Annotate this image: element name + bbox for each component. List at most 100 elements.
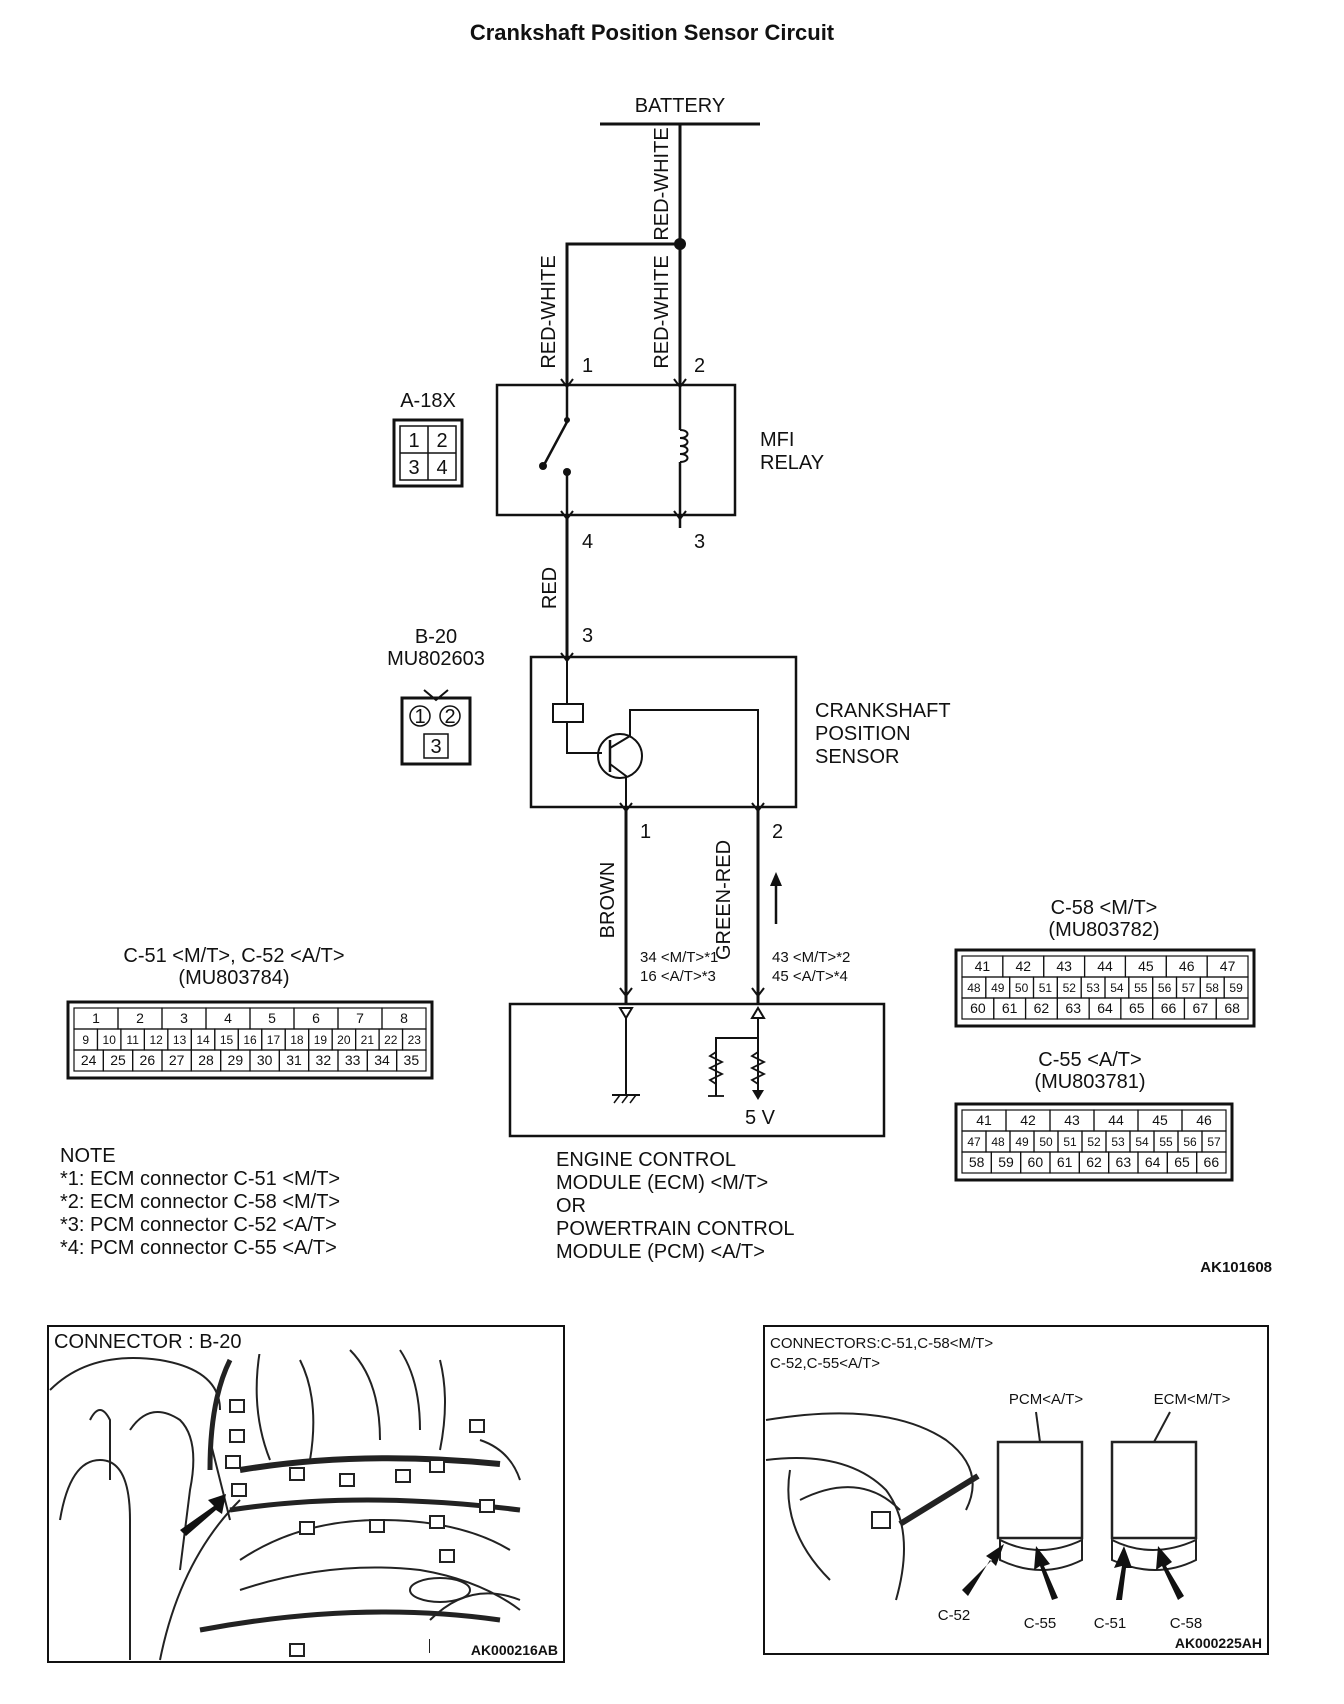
c58-pin-label: 51 [1039,981,1053,995]
ground-hatch-3 [629,1094,637,1104]
pcm-leader [1035,1411,1041,1443]
c51-pin-label: 23 [408,1033,422,1047]
c55-pin-label: 64 [1145,1154,1161,1170]
ground-hatch-1 [613,1094,621,1104]
c55-pin-label: 59 [998,1154,1014,1170]
c51-pin-label: 12 [149,1033,163,1047]
b20-pin-3: 3 [430,736,441,758]
c58-pin-label: 60 [970,1000,986,1016]
relay-connector-label: A-18X [400,390,456,412]
transistor-emitter-wire [609,763,627,807]
ecm-resistor-right [749,1051,767,1085]
c58-pin-label: 52 [1063,981,1077,995]
c58-pin-label: 55 [1134,981,1148,995]
wire-label-brown: BROWN [597,862,619,939]
connector-c55-frame [954,1102,1234,1182]
ecm-box [508,1002,886,1138]
ecm-connectors [1111,1538,1197,1571]
c55-pin-label: 46 [1196,1112,1212,1128]
sensor-base-wire [566,722,602,754]
b20-pin-1-circle [409,705,431,727]
note-line-1: *1: ECM connector C-51 <M/T> [60,1168,340,1190]
ecm-output-triangle [750,1006,766,1019]
c58-pin-label: 45 [1138,958,1154,974]
c51-pin-label: 27 [169,1052,185,1068]
note-line-3: *3: PCM connector C-52 <A/T> [60,1214,337,1236]
c58-pin-label: 43 [1056,958,1072,974]
photo-left-caption: CONNECTOR : B-20 [54,1331,241,1353]
pcm-label: PCM<A/T> [1009,1391,1083,1408]
c51-pin-label: 19 [314,1033,328,1047]
c51-pin-label: 24 [81,1052,97,1068]
c55-pin-label: 45 [1152,1112,1168,1128]
ecm-input-triangle [618,1007,634,1020]
sensor-hall-element [552,703,584,723]
ecm-entry-left [619,987,633,998]
c51-pin-label: 14 [196,1033,210,1047]
b20-pin-2-circle [439,705,461,727]
c51-title: C-51 <M/T>, C-52 <A/T> [123,945,344,967]
c51-pin-label: 22 [384,1033,398,1047]
c51-pin-label: 2 [136,1010,144,1026]
sensor-terminal-1: 1 [640,821,651,843]
connector-c58-frame [954,948,1256,1028]
c51-pin-label: 31 [286,1052,302,1068]
c58-pin-label: 54 [1110,981,1124,995]
c51-pin-label: 16 [243,1033,257,1047]
c55-pin-label: 54 [1135,1135,1149,1149]
c51-pin-label: 7 [356,1010,364,1026]
b20-pin-2: 2 [444,706,455,728]
note-line-2: *2: ECM connector C-58 <M/T> [60,1191,340,1213]
signal-arrow-head [770,872,782,886]
c58-label: C-58 [1170,1615,1203,1632]
c51-pin-label: 5 [268,1010,276,1026]
ecm-pin-left-2: 16 <A/T>*3 [640,968,716,985]
dashboard-sketch [765,1412,980,1601]
transistor-icon [597,733,643,779]
c58-pin-label: 46 [1179,958,1195,974]
c58-pin-label: 68 [1224,1000,1240,1016]
c55-pin-label: 48 [991,1135,1005,1149]
c58-pin-label: 67 [1193,1000,1209,1016]
c55-pin-label: 61 [1057,1154,1073,1170]
sensor-terminal-2: 2 [772,821,783,843]
wire-label-red-white-right: RED-WHITE [651,255,673,368]
ecm-5v-arrow [752,1090,764,1100]
connector-b20-icon [400,696,472,766]
c58-pin-label: 50 [1015,981,1029,995]
relay-label-line2: RELAY [760,452,824,474]
ecm-resistor-branch [715,1037,758,1096]
b20-pin-1: 1 [414,706,425,728]
ecm-voltage: 5 V [745,1107,776,1129]
a18x-pin-4: 4 [436,457,447,479]
b20-pin-3-box [423,733,449,759]
c51-pin-label: 11 [126,1033,139,1047]
c58-pin-label: 66 [1161,1000,1177,1016]
c51-pin-label: 32 [316,1052,332,1068]
c58-pin-label: 53 [1086,981,1100,995]
c51-pin-label: 29 [228,1052,244,1068]
battery-label: BATTERY [635,95,725,117]
c52-label: C-52 [938,1607,971,1624]
c51-pin-label: 33 [345,1052,361,1068]
c51-pin-label: 26 [140,1052,156,1068]
sensor-connector-part: MU802603 [387,648,485,670]
c55-pin-label: 47 [967,1135,981,1149]
c55-pin-label: 49 [1015,1135,1029,1149]
photo-right-code: AK000225AH [1175,1635,1262,1651]
c51-pin-label: 15 [220,1033,234,1047]
ecm-resistor-left [707,1051,725,1085]
ecm-photo-label: ECM<M/T> [1154,1391,1231,1408]
ground-hatch-2 [621,1094,629,1104]
c55-pin-label: 66 [1204,1154,1220,1170]
c51-pin-label: 35 [404,1052,420,1068]
c55-label: C-55 [1024,1615,1057,1632]
diagram-title: Crankshaft Position Sensor Circuit [470,20,835,45]
a18x-pin-2: 2 [436,430,447,452]
note-heading: NOTE [60,1145,116,1167]
ecm-label-line2: MODULE (ECM) <M/T> [556,1172,768,1194]
c58-pin-cell [1215,997,1249,1020]
c55-title: C-55 <A/T> [1038,1049,1141,1071]
